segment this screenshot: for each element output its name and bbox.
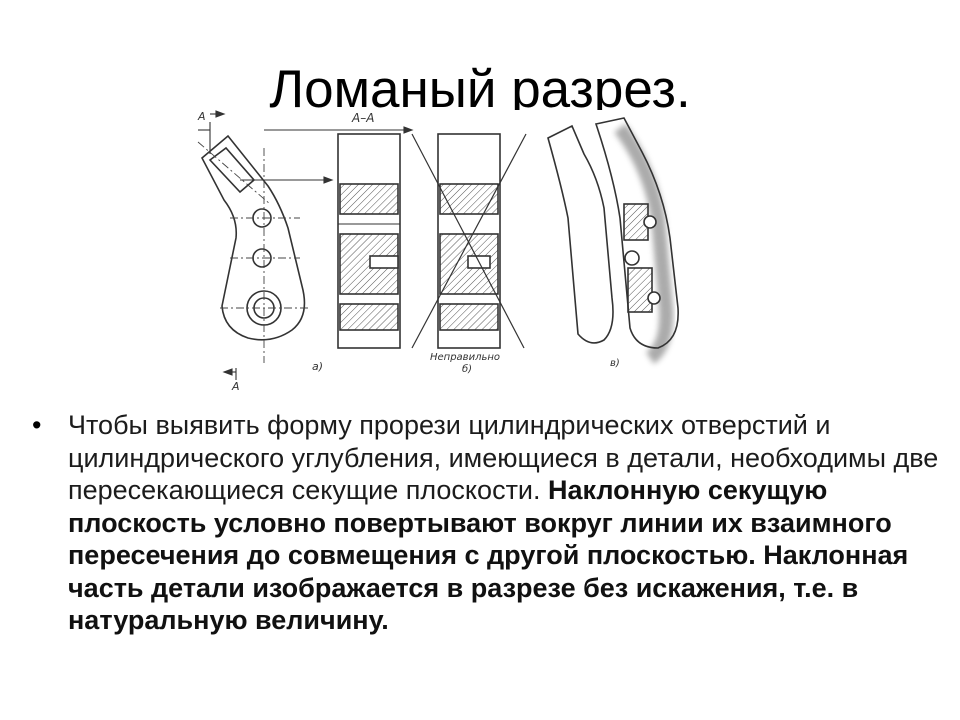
arrow-label-top: А — [197, 110, 206, 123]
body-text-bold: Наклонную секущую плоскость условно пове… — [68, 475, 909, 635]
bullet-dot: • — [32, 410, 42, 440]
section-label: А–А — [351, 111, 374, 125]
view-b-label: б) — [462, 363, 472, 375]
arrow-label-bottom: А — [231, 380, 240, 393]
view-a-centerlines — [197, 141, 310, 363]
body-text-normal: Чтобы выявить форму прорези цилиндрическ… — [68, 410, 939, 505]
view-b-incorrect — [411, 133, 527, 349]
section-a-a — [337, 133, 401, 349]
bullet-list: • Чтобы выявить форму прорези цилиндриче… — [32, 409, 942, 637]
bullet-item: • Чтобы выявить форму прорези цилиндриче… — [32, 409, 942, 637]
incorrect-label: Неправильно — [430, 352, 500, 363]
view-a-label: а) — [312, 360, 323, 373]
technical-drawing: А А а) А–А Неправильно б) — [197, 110, 679, 393]
view-c-label: в) — [610, 358, 620, 369]
slide-title: Ломаный разрез. — [269, 60, 691, 110]
view-c-section — [547, 117, 679, 364]
section-arrows — [198, 110, 414, 380]
view-a-part — [200, 134, 306, 341]
